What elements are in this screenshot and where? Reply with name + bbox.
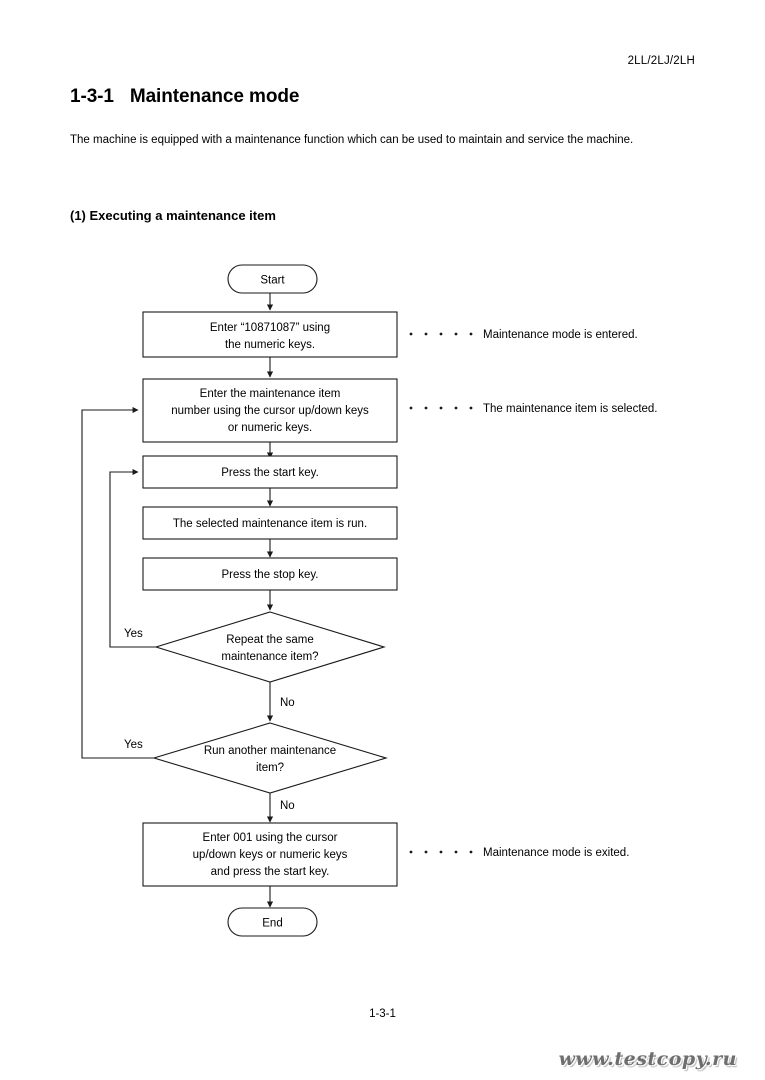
document-header-code: 2LL/2LJ/2LH	[627, 55, 695, 67]
process-box-press-stop-key	[142, 557, 398, 591]
end-terminator-label: End	[262, 918, 282, 930]
decision-repeat-same-item-line2: maintenance item?	[221, 651, 318, 663]
process-box-enter-code-line2: the numeric keys.	[225, 339, 315, 351]
process-box-press-start-key-label: Press the start key.	[221, 467, 319, 479]
section-title: Maintenance mode	[129, 86, 300, 107]
footer-page-number: 1-3-1	[369, 1008, 396, 1020]
decision-run-another-item-line2: item?	[256, 762, 284, 774]
section-number: 1-3-1	[70, 86, 114, 107]
process-box-enter-001-exit-line2: up/down keys or numeric keys	[193, 849, 348, 861]
annotation-leader-3	[409, 850, 473, 854]
process-box-enter-item-number-line2: number using the cursor up/down keys	[171, 405, 369, 417]
decision-repeat-same-item-line1: Repeat the same	[226, 634, 314, 646]
end-terminator	[227, 907, 318, 937]
annotation-maintenance-entered: Maintenance mode is entered.	[483, 329, 638, 341]
process-box-enter-item-number-line3: or numeric keys.	[228, 422, 312, 434]
watermark: www.testcopy.ru	[558, 1048, 737, 1070]
loop-yes-repeat-item	[109, 468, 156, 648]
maintenance-mode-flowchart: Start Enter “10871087” using the numeric…	[81, 264, 658, 937]
subsection-title: (1) Executing a maintenance item	[70, 208, 276, 223]
branch-label-yes-1: Yes	[124, 628, 143, 640]
loop-yes-run-another-item	[81, 406, 154, 759]
process-box-press-start-key	[142, 455, 398, 489]
process-box-enter-code-line1: Enter “10871087” using	[210, 322, 330, 334]
intro-paragraph: The machine is equipped with a maintenan…	[70, 134, 634, 146]
process-box-enter-code	[142, 311, 398, 358]
branch-label-yes-2: Yes	[124, 739, 143, 751]
process-box-item-is-run	[142, 506, 398, 540]
process-box-enter-item-number-line1: Enter the maintenance item	[200, 388, 341, 400]
process-box-enter-001-exit-line1: Enter 001 using the cursor	[203, 832, 338, 844]
decision-repeat-same-item	[154, 611, 386, 683]
decision-run-another-item	[152, 722, 388, 794]
annotation-leader-1	[409, 332, 473, 336]
annotation-maintenance-exited: Maintenance mode is exited.	[483, 847, 629, 859]
start-terminator-label: Start	[260, 275, 285, 287]
process-box-press-stop-key-label: Press the stop key.	[222, 569, 319, 581]
page-title: 1-3-1 Maintenance mode	[70, 86, 299, 108]
annotation-item-selected: The maintenance item is selected.	[483, 403, 658, 415]
annotation-leader-2	[409, 406, 473, 410]
branch-label-no-2: No	[280, 800, 295, 812]
process-box-item-is-run-label: The selected maintenance item is run.	[173, 518, 367, 530]
start-terminator	[227, 264, 318, 294]
branch-label-no-1: No	[280, 697, 295, 709]
decision-run-another-item-line1: Run another maintenance	[204, 745, 336, 757]
process-box-enter-001-exit-line3: and press the start key.	[211, 866, 330, 878]
